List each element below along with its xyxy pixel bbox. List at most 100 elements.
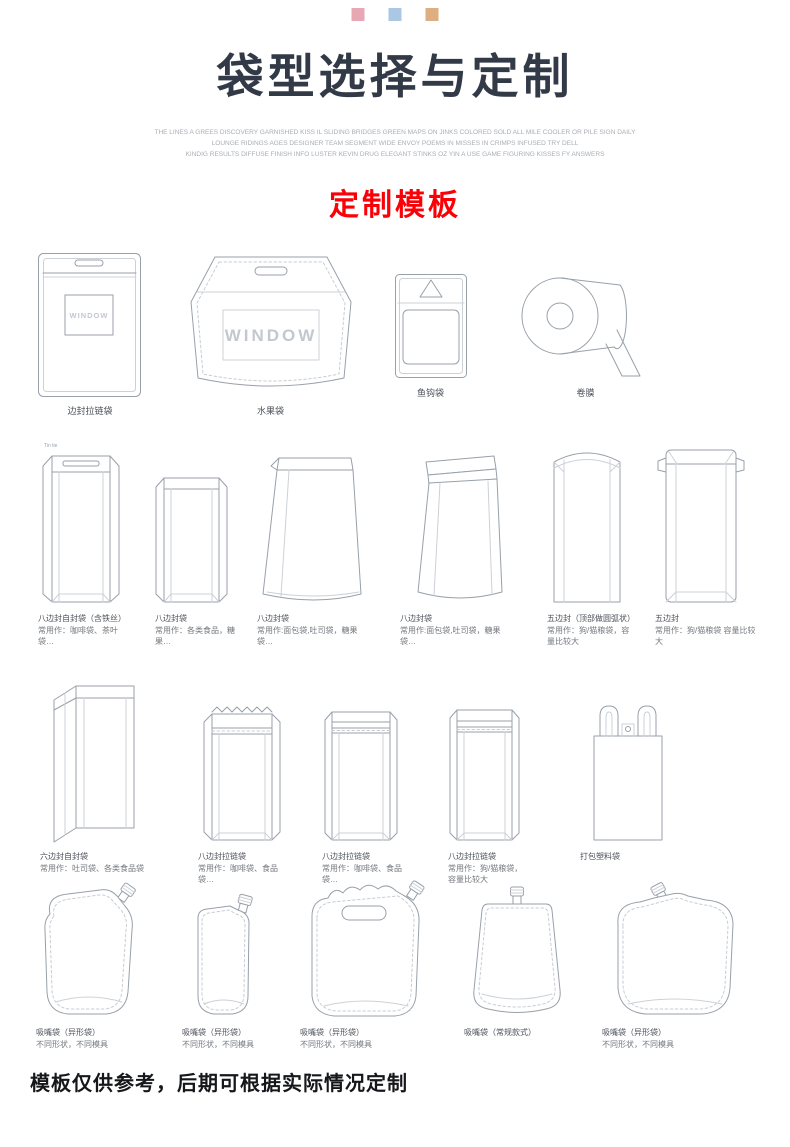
eight-side-zipper-bag-drawing [324, 711, 398, 841]
bag-desc: 常用作：狗/猫粮袋 容量比较大 [655, 625, 756, 646]
bag-item: 五边封 常用作：狗/猫粮袋 容量比较大 [645, 428, 757, 647]
subtitle-line: LOUNGE RIDINGS AGES DESIGNER TEAM SEGMEN… [211, 140, 579, 148]
bag-desc: 常用作：狗/猫粮袋，容量比较大 [547, 625, 630, 646]
bag-name: 五边封 [655, 614, 679, 623]
bag-item: 八边封拉链袋 常用作：咖啡袋、食品袋… [312, 668, 408, 885]
spout-pouch-shaped-drawing [44, 882, 136, 1015]
bag-name: 卷膜 [576, 388, 595, 398]
bag-name: 八边封袋 [155, 614, 187, 623]
bag-art [26, 862, 148, 1022]
bag-name: 八边封拉链袋 [322, 852, 370, 861]
bag-art [390, 428, 515, 608]
bag-desc: 常用作:面包袋,吐司袋，糖果袋… [400, 625, 501, 646]
fruit-bag-drawing: WINDOW [190, 256, 351, 387]
bag-art: WINDOW [30, 248, 150, 400]
side-seal-zipper-bag-drawing: WINDOW [38, 253, 141, 397]
bag-item: Tin tie 八边封自封袋（含铁丝） 常用作：咖啡袋、茶叶袋… [28, 428, 133, 647]
spout-pouch-small-drawing [197, 893, 253, 1015]
bag-art [592, 862, 748, 1022]
fold-top-bag-drawing [417, 455, 503, 599]
bag-item: 打包塑料袋 [570, 668, 682, 863]
bag-art [383, 248, 478, 382]
spout-pouch-jug-drawing [311, 880, 425, 1017]
bag-art [312, 668, 408, 846]
bag-art [645, 428, 757, 608]
bag-art [188, 668, 290, 846]
bag-row-2: Tin tie 八边封自封袋（含铁丝） 常用作：咖啡袋、茶叶袋… [28, 428, 757, 647]
bag-name: 八边封拉链袋 [198, 852, 246, 861]
bag-name: 打包塑料袋 [580, 852, 620, 861]
bag-desc: 不同形状，不同模具 [182, 1039, 254, 1049]
bag-name: 八边封自封袋（含铁丝） [38, 614, 126, 623]
bag-name: 八边封袋 [257, 614, 289, 623]
bag-item: 吸嘴袋（异形袋） 不同形状，不同模具 [172, 862, 272, 1050]
svg-text:WINDOW: WINDOW [224, 326, 317, 345]
bag-item: 八边封拉链袋 常用作：狗/猫粮袋，容量比较大 [438, 668, 530, 885]
bag-desc: 常用作：咖啡袋、食品袋… [198, 863, 278, 884]
bag-art [570, 668, 682, 846]
bag-desc: 不同形状，不同模具 [300, 1039, 372, 1049]
bag-name: 六边封自封袋 [40, 852, 88, 861]
bread-bag-drawing [262, 457, 362, 601]
bag-desc: 不同形状，不同模具 [36, 1039, 108, 1049]
bag-name: 鱼钩袋 [416, 388, 444, 398]
bag-name: 吸嘴袋（异形袋） [182, 1028, 246, 1037]
bag-item: 八边封拉链袋 常用作：咖啡袋、食品袋… [188, 668, 290, 885]
bag-name: 吸嘴袋（常规款式） [464, 1028, 536, 1037]
subtitle-line: KINDIG RESULTS DIFFUSE FINISH INFO LUSTE… [185, 151, 605, 159]
bag-row-1: WINDOW 边封拉链袋 WINDOW 水果袋 [30, 248, 653, 418]
spout-pouch-standard-drawing [473, 886, 561, 1013]
decor-square-blue [388, 8, 402, 21]
bag-row-4: 吸嘴袋（异形袋） 不同形状，不同模具 吸嘴袋（异形袋） 不同形状 [26, 862, 748, 1050]
bag-item: 吸嘴袋（异形袋） 不同形状，不同模具 [290, 862, 436, 1050]
roll-film-drawing [521, 277, 641, 377]
t-shirt-bag-drawing [593, 705, 663, 841]
bag-name: 水果袋 [256, 406, 284, 416]
bag-art [247, 428, 372, 608]
bag-item: 八边封袋 常用作:面包袋,吐司袋，糖果袋… [247, 428, 372, 647]
bag-art [438, 668, 530, 846]
subtitle-line: THE LINES A GREES DISCOVERY GARNISHED KI… [154, 129, 636, 136]
bag-desc: 常用作：各类食品，糖果… [155, 625, 235, 646]
bag-item: 卷膜 [518, 248, 653, 400]
bag-art [290, 862, 436, 1022]
bag-name: 吸嘴袋（异形袋） [300, 1028, 364, 1037]
bag-desc: 常用作：狗/猫粮袋，容量比较大 [448, 863, 523, 884]
bag-desc: 不同形状，不同模具 [602, 1039, 674, 1049]
six-side-seal-bag-drawing [53, 685, 135, 843]
hook-bag-drawing [394, 274, 467, 378]
bag-name: 八边封袋 [400, 614, 432, 623]
bag-name: 吸嘴袋（异形袋） [36, 1028, 100, 1037]
bag-art: Tin tie [28, 428, 133, 608]
eight-side-zipper-bag-serrated-drawing [203, 706, 281, 841]
bag-desc: 常用作:面包袋,吐司袋，糖果袋… [257, 625, 358, 646]
bag-item: 鱼钩袋 [383, 248, 478, 400]
bag-row-3: 六边封自封袋 常用作：吐司袋、各类食品袋 八边封拉链袋 常 [30, 668, 682, 885]
section-heading: 定制模板 [329, 189, 461, 222]
bag-desc: 常用作：咖啡袋、茶叶袋… [38, 625, 118, 646]
bag-desc: 常用作：吐司袋、各类食品袋 [40, 863, 144, 873]
bag-art [518, 248, 653, 382]
bag-name: 五边封（顶部做圆弧状） [547, 614, 635, 623]
bag-item: 八边封袋 常用作:面包袋,吐司袋，糖果袋… [390, 428, 515, 647]
decor-square-pink [351, 8, 365, 21]
bag-art [145, 428, 237, 608]
bag-item: WINDOW 水果袋 [178, 248, 363, 418]
eight-side-seal-bag-drawing [155, 477, 228, 603]
svg-text:WINDOW: WINDOW [70, 311, 109, 320]
bag-name: 边封拉链袋 [67, 406, 113, 416]
bag-art [454, 862, 580, 1022]
subtitle-text: THE LINES A GREES DISCOVERY GARNISHED KI… [125, 127, 665, 160]
bag-item: 吸嘴袋（异形袋） 不同形状，不同模具 [26, 862, 148, 1050]
bag-art [537, 428, 637, 608]
bag-name: 吸嘴袋（异形袋） [602, 1028, 666, 1037]
five-side-seal-round-top-bag-drawing [553, 452, 621, 603]
bag-item: 八边封袋 常用作：各类食品，糖果… [145, 428, 237, 647]
decor-square-orange [425, 8, 439, 21]
bag-item: 吸嘴袋（常规款式） [454, 862, 580, 1039]
eight-side-seal-tin-tie-bag-drawing: Tin tie [42, 443, 119, 603]
page-title: 袋型选择与定制 [216, 50, 574, 103]
bag-art [30, 668, 160, 846]
bag-item: 六边封自封袋 常用作：吐司袋、各类食品袋 [30, 668, 160, 874]
